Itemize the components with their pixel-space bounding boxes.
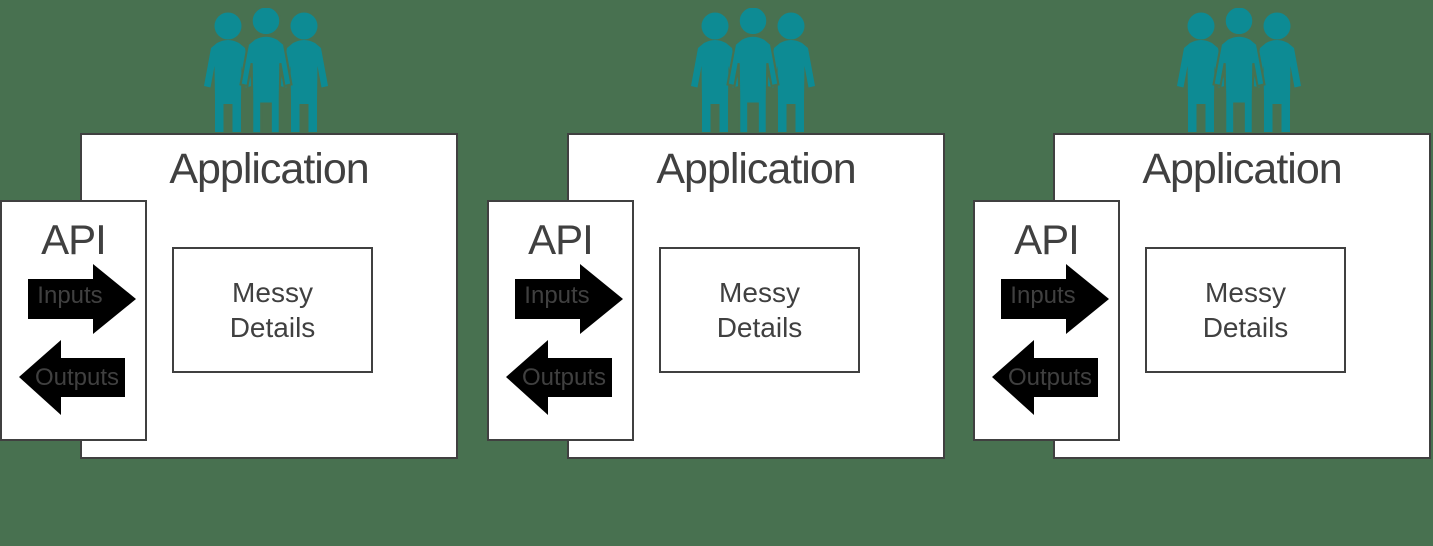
application-unit-3: Application Messy Details API Inputs Out… <box>973 0 1433 470</box>
api-label: API <box>41 216 107 263</box>
messy-details-box: Messy Details <box>1145 247 1346 373</box>
outputs-arrow: Outputs <box>17 338 126 417</box>
application-label: Application <box>656 145 856 193</box>
messy-details-label: Messy Details <box>716 277 803 343</box>
users-icon <box>1177 8 1301 134</box>
inputs-label: Inputs <box>37 282 103 309</box>
inputs-arrow: Inputs <box>514 263 624 335</box>
outputs-label: Outputs <box>34 364 120 391</box>
application-unit-1: Application Messy Details API Inputs Out… <box>0 0 460 470</box>
outputs-arrow: Outputs <box>990 338 1099 417</box>
application-label: Application <box>169 145 369 193</box>
messy-details-label: Messy Details <box>1202 277 1289 343</box>
api-box: API <box>487 200 634 441</box>
application-label: Application <box>1142 145 1342 193</box>
api-label: API <box>1014 216 1080 263</box>
inputs-arrow: Inputs <box>1000 263 1110 335</box>
messy-details-label: Messy Details <box>229 277 316 343</box>
application-unit-2: Application Messy Details API Inputs Out… <box>487 0 947 470</box>
messy-details-box: Messy Details <box>659 247 860 373</box>
api-box: API <box>0 200 147 441</box>
messy-details-box: Messy Details <box>172 247 373 373</box>
users-icon <box>691 8 815 134</box>
inputs-label: Inputs <box>1010 282 1076 309</box>
outputs-label: Outputs <box>1007 364 1093 391</box>
api-label: API <box>528 216 594 263</box>
outputs-arrow: Outputs <box>504 338 613 417</box>
api-box: API <box>973 200 1120 441</box>
users-icon <box>204 8 328 134</box>
inputs-arrow: Inputs <box>27 263 137 335</box>
outputs-label: Outputs <box>521 364 607 391</box>
inputs-label: Inputs <box>524 282 590 309</box>
